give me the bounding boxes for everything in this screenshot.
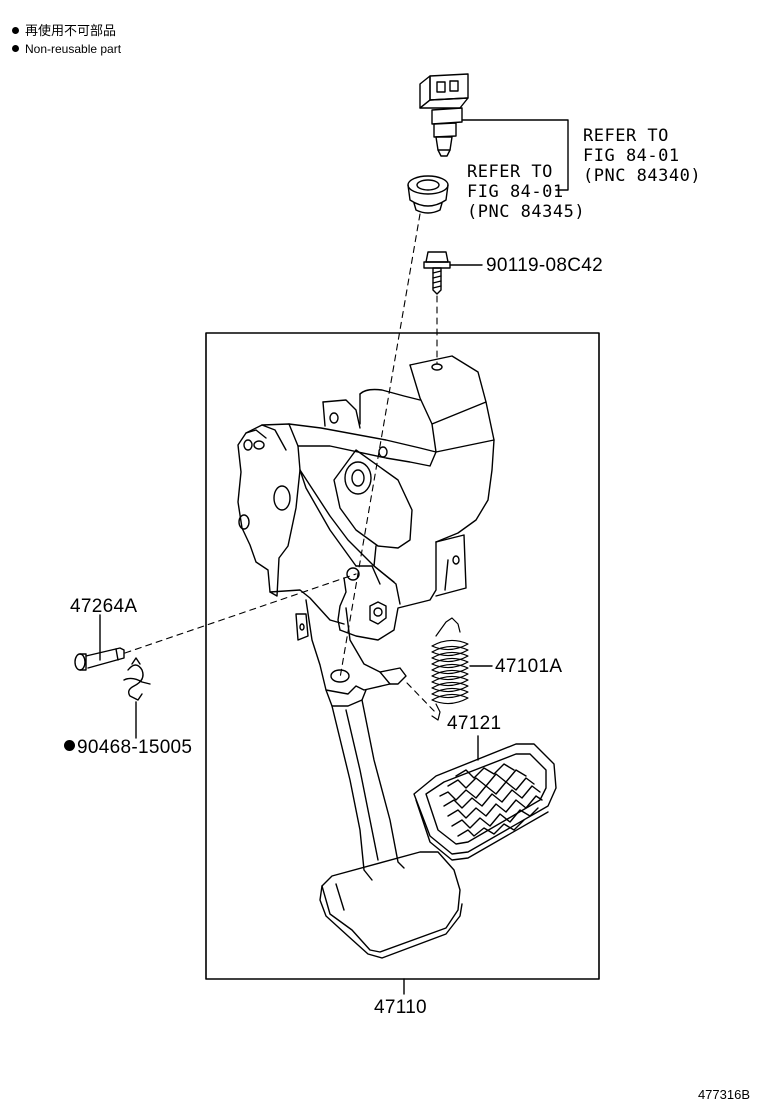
non-reusable-bullet-icon: [64, 740, 75, 752]
switch-leader: [462, 120, 568, 190]
bullet-icon: [12, 45, 19, 53]
grommet-drawing: [408, 176, 448, 213]
grommet-ref-line2: FIG 84-01: [467, 182, 564, 202]
grommet-ref-line1: REFER TO: [467, 162, 553, 182]
legend-non-reusable-cn: 再使用不可部品: [12, 24, 116, 40]
spring-to-clip-line: [407, 683, 437, 714]
part-spring: 47101A: [495, 656, 563, 677]
part-clip: 90468-15005: [64, 737, 192, 759]
figure-id: 477316B: [697, 1087, 750, 1102]
part-clip-number: 90468-15005: [77, 737, 193, 758]
grommet-ref-line3: (PNC 84345): [467, 202, 586, 222]
pedal-bracket-drawing: [238, 356, 494, 640]
bolt-drawing: [424, 252, 450, 294]
pin-install-line: [125, 574, 356, 653]
installed-pad-drawing: [320, 852, 462, 958]
switch-ref-line3: (PNC 84340): [583, 166, 702, 186]
pedal-pad-drawing: [414, 744, 556, 860]
stop-lamp-switch-drawing: [420, 74, 468, 156]
bullet-icon: [12, 27, 19, 34]
clevis-pin-drawing: [75, 648, 124, 670]
legend-cn-text: 再使用不可部品: [25, 24, 117, 39]
legend-en-text: Non-reusable part: [25, 42, 122, 56]
legend-non-reusable-en: Non-reusable part: [12, 41, 121, 57]
grommet-install-line: [340, 214, 420, 678]
pedal-arm-drawing: [306, 600, 406, 880]
return-spring-drawing: [432, 618, 468, 720]
switch-ref-line2: FIG 84-01: [583, 146, 680, 166]
part-assembly: 47110: [374, 997, 427, 1018]
assembly-box: [206, 333, 599, 979]
part-pad: 47121: [447, 713, 502, 734]
clip-drawing: [124, 658, 150, 700]
part-bolt: 90119-08C42: [486, 255, 604, 276]
part-pin: 47264A: [70, 596, 138, 617]
switch-ref-line1: REFER TO: [583, 126, 669, 146]
